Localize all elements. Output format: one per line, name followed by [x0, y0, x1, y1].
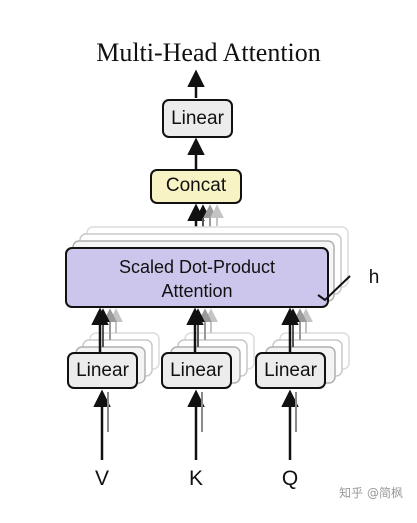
- linear-top-label: Linear: [171, 108, 224, 129]
- linear-v-box: [67, 352, 138, 389]
- heads-bracket: [317, 275, 351, 302]
- concat-box: [150, 169, 242, 204]
- watermark: 知乎 @简枫: [339, 486, 403, 500]
- input-v-label: V: [94, 467, 109, 490]
- heads-label: h: [368, 267, 380, 288]
- linear-q-label: Linear: [264, 360, 317, 381]
- attention-label-line2: Attention: [161, 281, 233, 301]
- input-k-label: K: [188, 467, 203, 490]
- linear-v-label: Linear: [76, 360, 129, 381]
- attention-box: [65, 247, 329, 308]
- concat-label: Concat: [165, 175, 227, 196]
- linear-top-box: [162, 99, 233, 138]
- linear-k-label: Linear: [170, 360, 223, 381]
- input-q-label: Q: [281, 467, 299, 490]
- diagram-title: Multi-Head Attention: [96, 38, 321, 67]
- linear-k-box: [161, 352, 232, 389]
- attention-label-line1: Scaled Dot-Product: [118, 257, 276, 277]
- linear-q-box: [255, 352, 326, 389]
